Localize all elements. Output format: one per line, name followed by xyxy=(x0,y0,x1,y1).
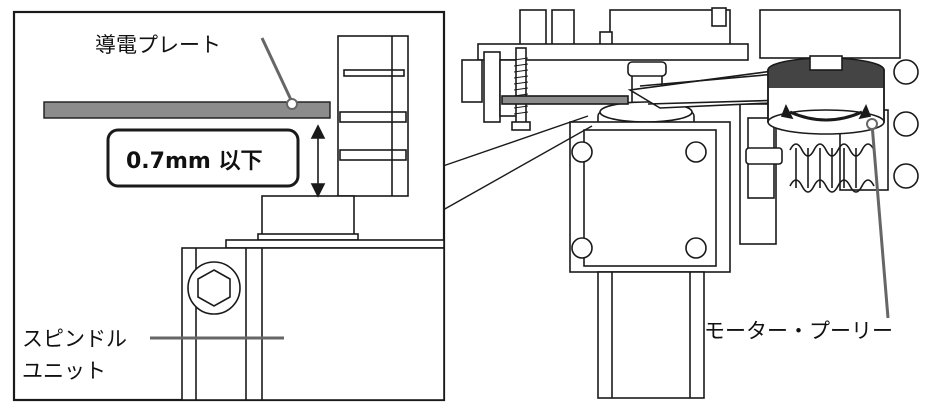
machine-overview xyxy=(461,7,919,399)
conductive-plate-leader-line xyxy=(260,37,294,103)
motor-pulley-label: モーター・プーリー xyxy=(704,319,893,343)
gap-spec-box xyxy=(106,128,300,188)
spindle-unit-label-line1: スピンドル xyxy=(22,327,127,351)
motor-pulley-leader-dot xyxy=(866,118,878,130)
zoom-connector-lines xyxy=(442,115,593,211)
gap-dimension-arrow xyxy=(310,124,326,198)
detail-drawing xyxy=(181,35,445,401)
conductive-plate-leader-dot xyxy=(286,98,298,110)
motor-pulley-leader-line xyxy=(870,123,890,319)
gap-spec-label: 0.7mm 以下 xyxy=(126,149,262,174)
spindle-unit-label-line2: ユニット xyxy=(22,359,106,383)
conductive-plate-label: 導電プレート xyxy=(95,33,221,57)
conductive-plate xyxy=(43,101,331,119)
